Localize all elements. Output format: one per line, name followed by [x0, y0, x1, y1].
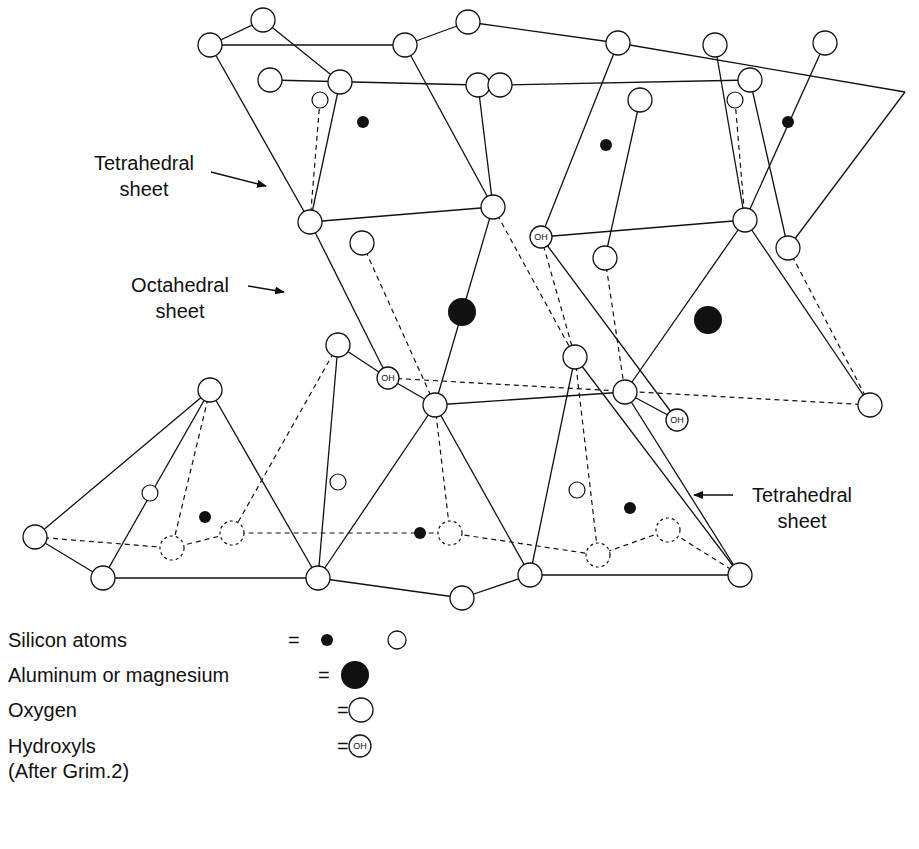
- hydroxyl-label: OH: [381, 373, 395, 383]
- equals-sign: =: [337, 697, 349, 723]
- sheet-label: Tetrahedral sheet: [80, 150, 208, 202]
- equals-sign: =: [288, 627, 300, 653]
- aluminum-atoms: [448, 298, 722, 334]
- legend-text: Oxygen: [8, 697, 77, 723]
- oxygen-atoms: [23, 8, 882, 610]
- solid-bonds: [35, 20, 905, 598]
- leader-arrows: [211, 172, 733, 495]
- sheet-label: Tetrahedral sheet: [738, 482, 866, 534]
- legend-text: Aluminum or magnesium: [8, 662, 229, 688]
- hidden-bonds: [35, 100, 870, 575]
- hydroxyl-label: OH: [353, 741, 367, 751]
- source-note: (After Grim.2): [8, 758, 129, 784]
- hydroxyl-label: OH: [534, 232, 548, 242]
- silicon-atoms: [142, 92, 794, 539]
- legend-text: Hydroxyls: [8, 733, 96, 759]
- equals-sign: =: [318, 662, 330, 688]
- sheet-label: Octahedral sheet: [115, 272, 245, 324]
- legend-text: Silicon atoms: [8, 627, 127, 653]
- hydroxyl-label: OH: [670, 415, 684, 425]
- hidden-oxygen-atoms: [160, 518, 680, 567]
- equals-sign: =: [337, 733, 349, 759]
- legend-symbols: [321, 631, 406, 757]
- hydroxyl-circles: [377, 226, 688, 431]
